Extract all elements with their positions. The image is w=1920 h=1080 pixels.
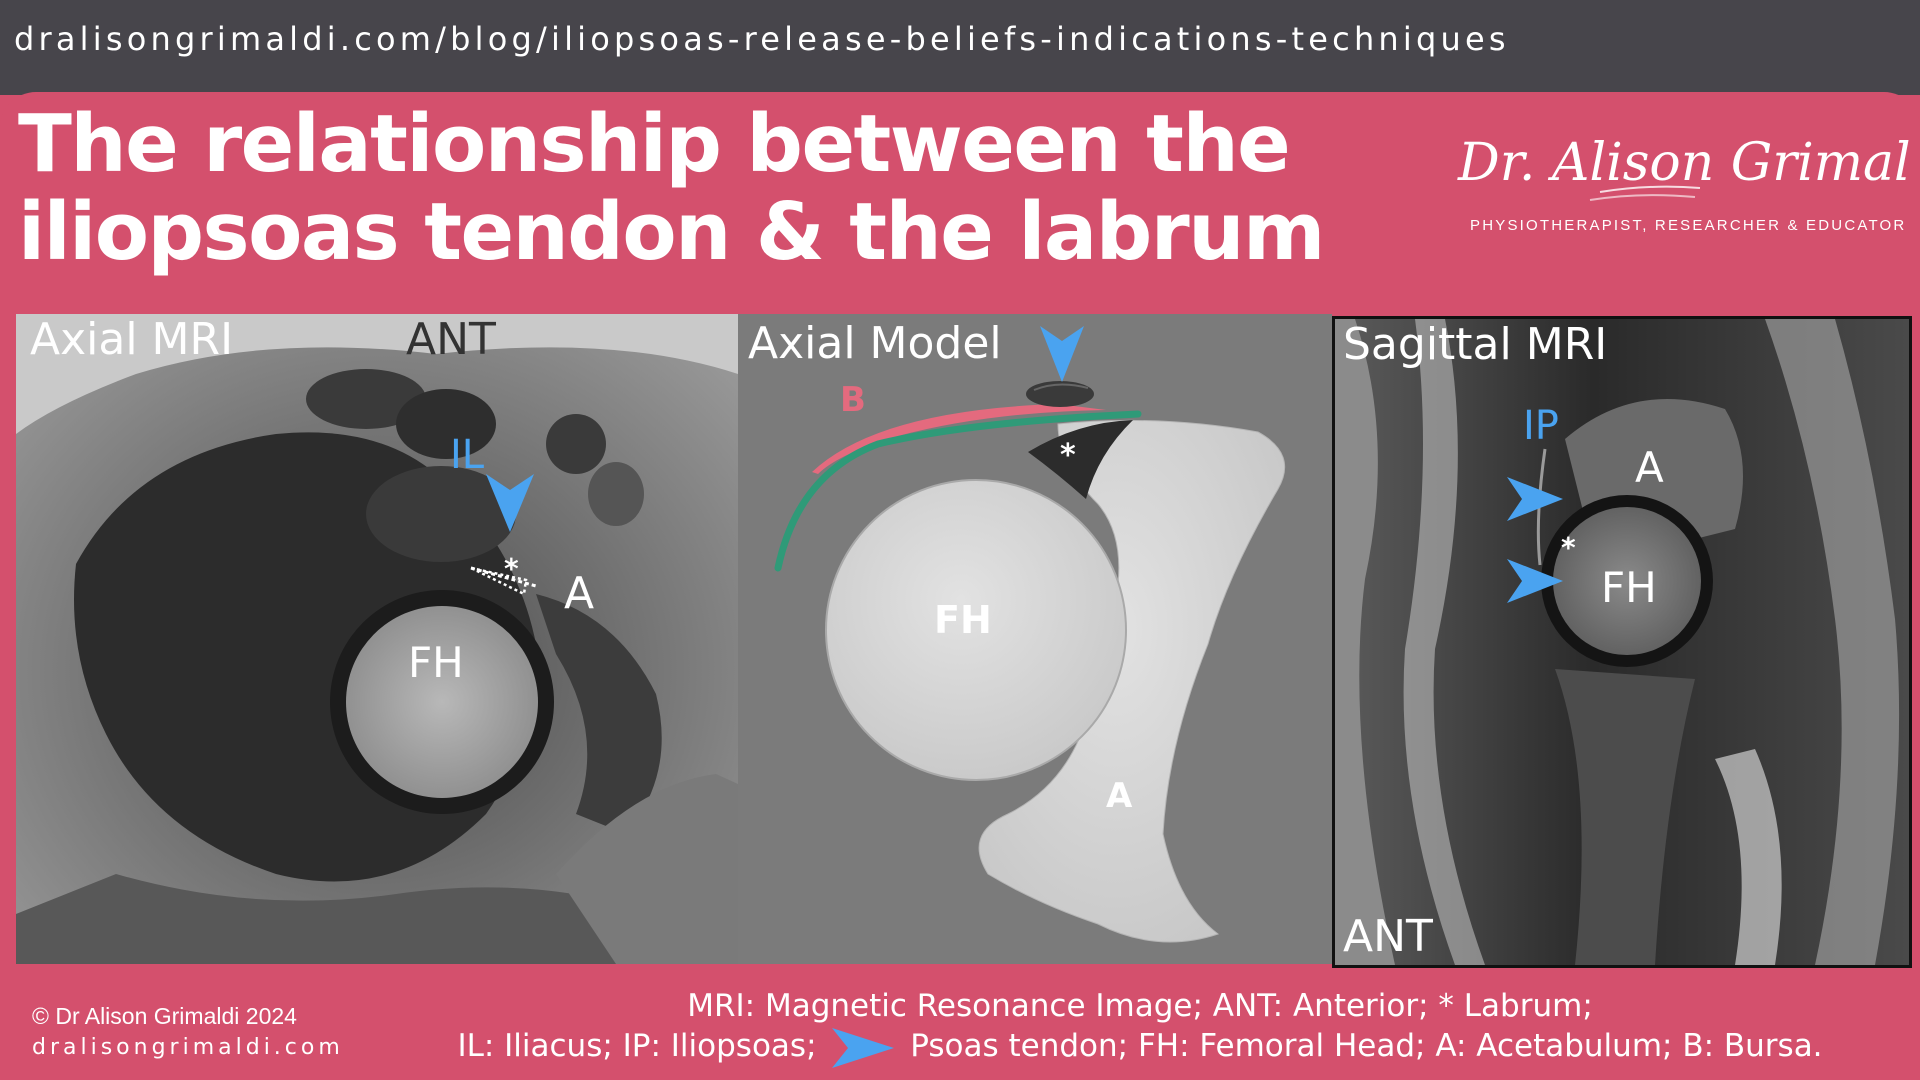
blue-arrowhead-icon xyxy=(486,474,534,532)
axial-model-a-label: A xyxy=(1106,776,1133,816)
url-bar: dralisongrimaldi.com/blog/iliopsoas-rele… xyxy=(0,0,1920,95)
blog-url[interactable]: dralisongrimaldi.com/blog/iliopsoas-rele… xyxy=(14,20,1510,58)
legend-line-2: IL: Iliacus; IP: Iliopsoas; Psoas tendon… xyxy=(410,1026,1870,1068)
copyright-text: © Dr Alison Grimaldi 2024 xyxy=(32,1003,297,1029)
axial-mri-a-label: A xyxy=(564,568,595,619)
blue-arrowhead-icon xyxy=(1507,477,1563,521)
axial-mri-labrum-star: * xyxy=(504,552,519,585)
axial-model-fh-label: FH xyxy=(934,598,992,642)
footer-site-link[interactable]: dralisongrimaldi.com xyxy=(32,1035,344,1060)
page-title: The relationship between the iliopsoas t… xyxy=(18,100,1438,276)
tagline: PHYSIOTHERAPIST, RESEARCHER & EDUCATOR xyxy=(1470,217,1907,234)
axial-mri-title: Axial MRI xyxy=(30,314,234,365)
axial-model-title: Axial Model xyxy=(748,318,1002,369)
axial-model-labrum-star: * xyxy=(1060,438,1076,473)
legend: MRI: Magnetic Resonance Image; ANT: Ante… xyxy=(410,986,1870,1068)
axial-model-diagram xyxy=(774,381,1286,943)
axial-mri-il-label: IL xyxy=(450,432,485,478)
sagittal-mri-fh-label: FH xyxy=(1601,563,1657,612)
axial-mri-panel: Axial MRI ANT IL * A FH xyxy=(16,314,738,964)
blue-arrowhead-icon xyxy=(1507,559,1563,603)
psoas-tendon-line xyxy=(774,410,1142,572)
legend-line-2-part-b: Psoas tendon; FH: Femoral Head; A: Aceta… xyxy=(910,1028,1823,1064)
axial-mri-image xyxy=(16,314,738,964)
bursa-shape xyxy=(812,404,1106,474)
sagittal-mri-ant-label: ANT xyxy=(1343,911,1433,962)
sagittal-mri-labrum-star: * xyxy=(1561,531,1576,564)
blue-arrowhead-icon xyxy=(832,1027,895,1068)
signature-text: Dr. Alison Grimaldi xyxy=(1457,133,1910,193)
sagittal-mri-panel: Sagittal MRI IP A * FH ANT xyxy=(1332,316,1912,968)
blue-arrowhead-icon xyxy=(1040,326,1084,382)
sagittal-mri-image xyxy=(1335,319,1909,965)
sagittal-mri-ip-label: IP xyxy=(1523,403,1559,449)
footer-credits: © Dr Alison Grimaldi 2024 dralisongrimal… xyxy=(32,1000,344,1064)
femoral-head-circle xyxy=(825,479,1127,781)
axial-mri-fh-label: FH xyxy=(408,638,464,687)
labrum-shape xyxy=(1028,420,1133,499)
axial-model-b-label: B xyxy=(840,380,866,420)
axial-mri-ant-label: ANT xyxy=(406,314,496,365)
legend-line-1: MRI: Magnetic Resonance Image; ANT: Ante… xyxy=(687,988,1593,1024)
axial-model-panel: Axial Model B * FH A xyxy=(738,314,1332,964)
title-line-2: iliopsoas tendon & the labrum xyxy=(18,186,1325,278)
sagittal-mri-a-label: A xyxy=(1635,443,1664,492)
signature-logo: Dr. Alison Grimaldi xyxy=(1457,133,1910,201)
legend-line-2-part-a: IL: Iliacus; IP: Iliopsoas; xyxy=(457,1028,817,1064)
title-line-1: The relationship between the xyxy=(18,98,1291,190)
sagittal-mri-title: Sagittal MRI xyxy=(1343,319,1608,370)
header-band xyxy=(0,92,1920,312)
